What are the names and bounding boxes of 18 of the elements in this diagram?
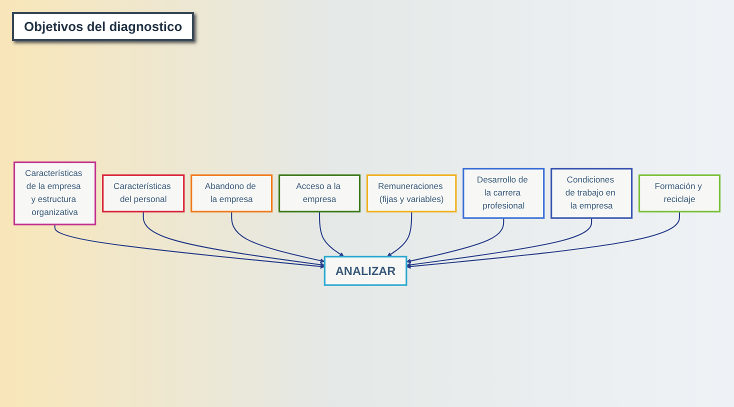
arrow bbox=[231, 212, 325, 264]
node-box: Remuneraciones (fijas y variables) bbox=[366, 174, 457, 213]
node-box: ANALIZAR bbox=[324, 256, 408, 286]
node-box: Características del personal bbox=[102, 174, 185, 213]
title-box: Objetivos del diagnostico bbox=[12, 12, 194, 41]
node-box: Abandono de la empresa bbox=[190, 174, 273, 213]
arrow bbox=[406, 212, 680, 270]
arrow bbox=[54, 224, 325, 270]
arrow bbox=[406, 218, 504, 264]
arrow bbox=[386, 212, 412, 258]
arrow bbox=[318, 212, 344, 258]
arrow bbox=[142, 212, 325, 268]
node-box: Desarrollo de la carrera profesional bbox=[462, 168, 545, 220]
arrow bbox=[406, 218, 592, 268]
node-box: Características de la empresa y estructura organizativa bbox=[13, 162, 96, 226]
node-box: Formación y reciclaje bbox=[638, 174, 721, 213]
node-box: Acceso a la empresa bbox=[278, 174, 361, 213]
node-box: Condiciones de trabajo en la empresa bbox=[550, 168, 633, 220]
